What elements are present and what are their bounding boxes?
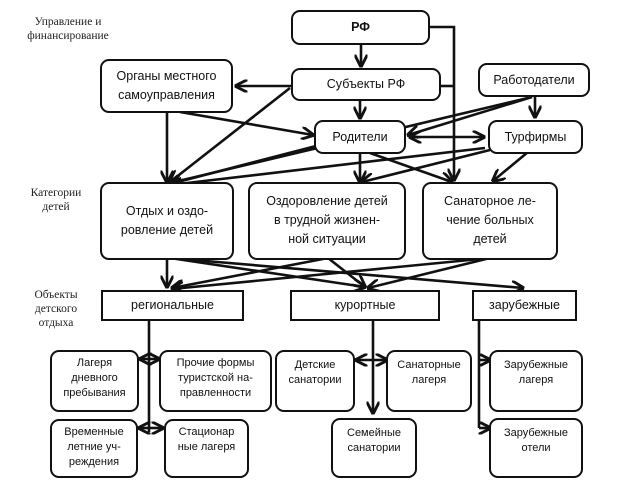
node-day-camps: Лагеря дневного пребывания	[50, 350, 139, 412]
node-child-sanatoria: Детские санатории	[275, 350, 355, 412]
node-rest-recovery: Отдых и оздо- ровление детей	[100, 182, 234, 260]
edge-parents-sanatorium	[369, 151, 452, 182]
node-sanatorium-treatment: Санаторное ле- чение больных детей	[422, 182, 558, 260]
edge-tourfirms-difficult	[362, 148, 491, 182]
node-other-forms: Прочие формы туристской на- правленности	[159, 350, 272, 412]
node-difficult-situation: Оздоровление детей в трудной жизнен- ной…	[248, 182, 406, 260]
edge-employers-parents	[408, 95, 533, 135]
node-resort: курортные	[290, 290, 440, 321]
node-subjects: Субъекты РФ	[291, 68, 441, 101]
label-management: Управление и финансирование	[27, 16, 109, 42]
edge-local-parents	[179, 110, 313, 135]
edge-tourfirms-sanatorium	[493, 150, 529, 181]
node-family-sanatoria: Семейные санатории	[331, 418, 417, 478]
edge-rf-sanatorium	[430, 25, 454, 180]
edge-tourfirms-rest	[170, 146, 486, 185]
node-local-government: Органы местного самоуправления	[100, 59, 233, 113]
node-foreign-camps: Зарубежные лагеря	[489, 350, 583, 412]
edge-rest-resort	[169, 256, 365, 287]
node-employers: Работодатели	[478, 63, 590, 97]
edge-subjects-rest	[170, 86, 291, 182]
edge-difficult-regional	[172, 256, 329, 288]
edge-sanatorium-resort	[368, 256, 491, 288]
edge-parents-rest	[170, 144, 317, 184]
node-tourfirms: Турфирмы	[488, 120, 583, 154]
node-stationary-camps: Стационар ные лагеря	[164, 419, 249, 478]
edge-sanatorium-regional	[172, 256, 491, 289]
label-objects: Объекты детского отдыха	[34, 289, 78, 329]
node-foreign: зарубежные	[472, 290, 577, 321]
node-parents: Родители	[314, 120, 406, 154]
node-rf: РФ	[291, 10, 430, 45]
node-sanatorium-camps: Санаторные лагеря	[386, 350, 472, 412]
label-categories: Категории детей	[30, 187, 82, 213]
node-regional: региональные	[101, 290, 244, 321]
node-foreign-hotels: Зарубежные отели	[489, 418, 583, 478]
node-temporary-summer: Временные летние уч- реждения	[50, 419, 138, 478]
